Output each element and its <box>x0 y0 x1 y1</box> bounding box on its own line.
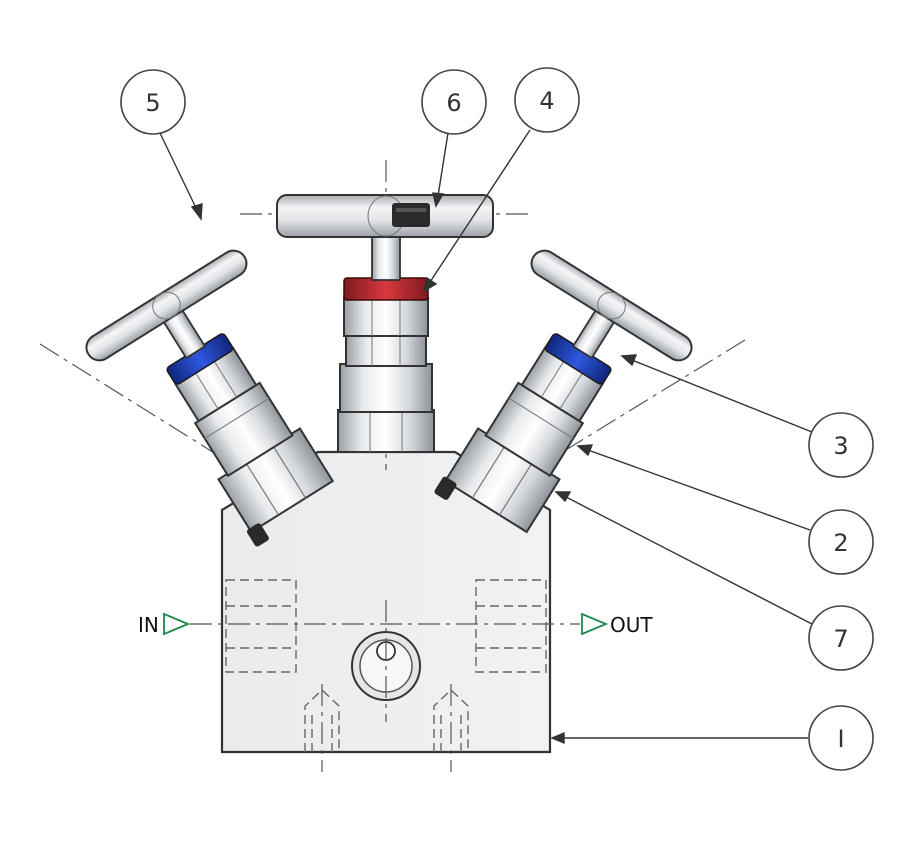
svg-text:I: I <box>837 725 844 753</box>
balloon-4: 4 <box>514 67 580 133</box>
balloon-5: 5 <box>120 69 186 135</box>
balloon-7: 7 <box>808 605 874 671</box>
svg-text:3: 3 <box>833 432 848 460</box>
leader-lines <box>159 129 813 745</box>
outlet-label: OUT <box>610 613 653 637</box>
svg-text:7: 7 <box>833 625 848 653</box>
balloon-2: 2 <box>808 509 874 575</box>
svg-text:5: 5 <box>145 89 160 117</box>
outlet-port-marker: OUT <box>581 612 653 637</box>
balloon-6: 6 <box>421 69 487 135</box>
inlet-label: IN <box>138 613 159 637</box>
balloon-1: I <box>808 705 874 771</box>
inlet-port-marker: IN <box>138 612 191 637</box>
balloon-3: 3 <box>808 412 874 478</box>
svg-text:6: 6 <box>446 89 461 117</box>
svg-text:4: 4 <box>539 87 554 115</box>
svg-text:2: 2 <box>833 529 848 557</box>
centre-valve-assembly <box>276 194 494 453</box>
